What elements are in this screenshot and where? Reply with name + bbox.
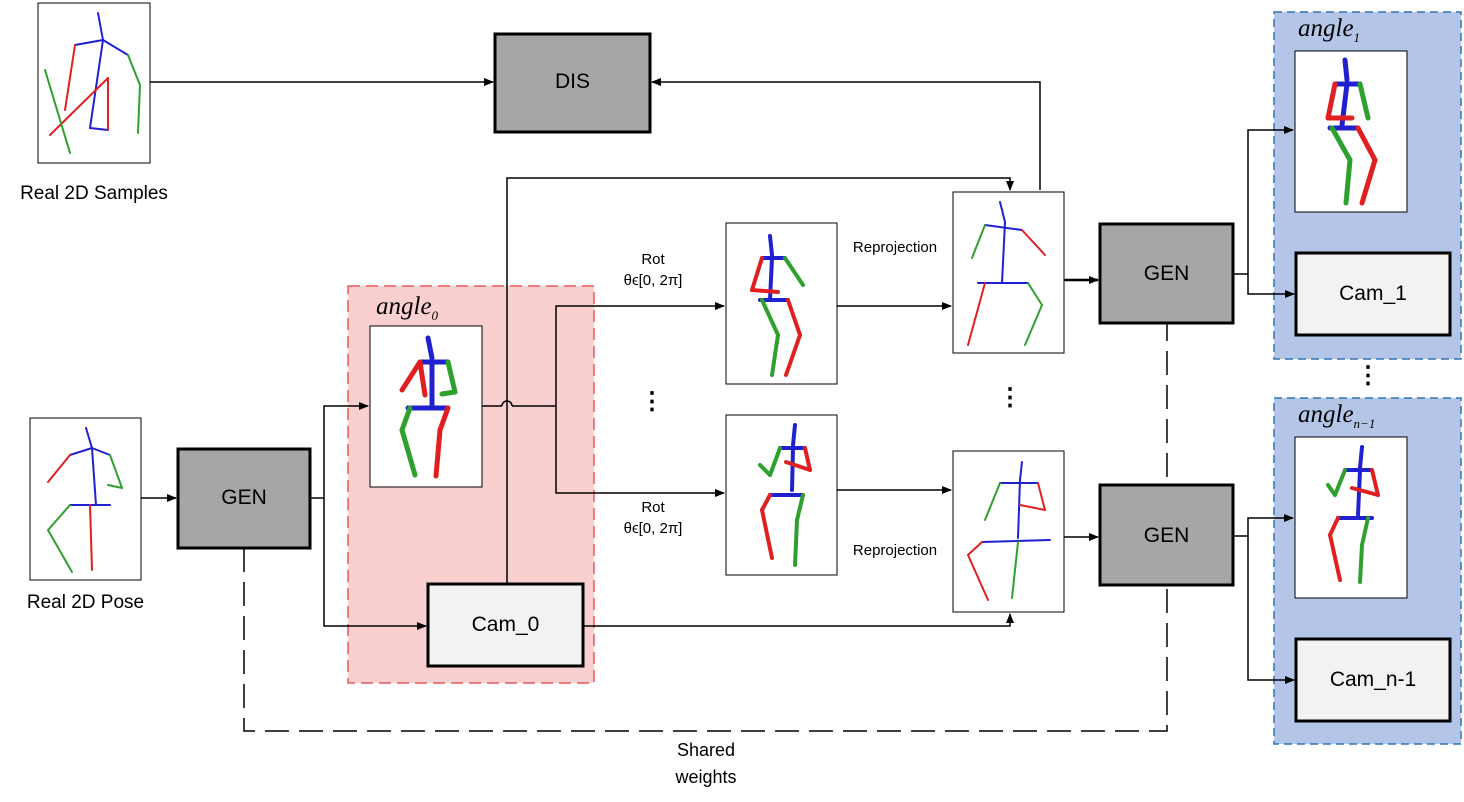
- arrow-reproj-to-dis: [651, 78, 1041, 190]
- connectors: [141, 78, 1295, 684]
- arrow-gen-to-cam0: [323, 498, 427, 630]
- cam-1-box: [1294, 251, 1452, 337]
- cam-n-1-box: [1294, 637, 1452, 723]
- dis-box: [493, 32, 652, 134]
- cam-0-label: Cam_0: [471, 613, 540, 636]
- arrow-cam0-up: [506, 177, 1014, 584]
- theta-label-bottom: θϵ[0, 2π]: [623, 520, 683, 537]
- ellipsis-middle: ⋮: [640, 388, 664, 415]
- arrow-to-rot-top: [555, 302, 725, 406]
- dis-label: DIS: [554, 70, 590, 93]
- rotated-top-skeleton: [750, 234, 805, 377]
- real-pose-skeleton: [47, 427, 123, 573]
- real-2d-pose-image: [29, 417, 142, 581]
- ellipsis-outputs: ⋮: [1356, 362, 1380, 389]
- real-2d-samples-label: Real 2D Samples: [20, 183, 168, 204]
- real-samples-skeleton: [44, 12, 141, 154]
- theta-label-top: θϵ[0, 2π]: [623, 272, 683, 289]
- angle1-image: [1294, 50, 1408, 213]
- cam-n-1-label: Cam_n-1: [1329, 668, 1417, 691]
- arrow-gen-bottom-to-anglen: [1233, 514, 1294, 537]
- arrow-gen-bottom-to-camn: [1247, 536, 1295, 684]
- gen-label-bottom: GEN: [1143, 524, 1190, 547]
- real-2d-pose-label: Real 2D Pose: [26, 592, 145, 613]
- arrow-cam0-right: [583, 613, 1014, 627]
- angle0-label: angle0: [376, 293, 439, 323]
- arrow-gen-top-to-angle1: [1233, 126, 1294, 275]
- shared-weights-label: Shared weights: [675, 740, 737, 787]
- gen-label-input: GEN: [221, 486, 267, 509]
- cam-0-box: [426, 582, 585, 668]
- rot-label-top: Rot: [641, 251, 665, 268]
- ellipsis-reprojection: ⋮: [998, 384, 1022, 411]
- angle-n-1-label: anglen−1: [1298, 401, 1376, 431]
- reprojected-top-skeleton: [967, 201, 1046, 346]
- reprojected-bottom-skeleton: [967, 461, 1051, 601]
- rotated-pose-image-top: [725, 222, 838, 385]
- real-2d-samples-image: [37, 2, 151, 164]
- reprojected-pose-image-bottom: [952, 450, 1065, 613]
- gen-label-top: GEN: [1143, 262, 1190, 285]
- angle1-skeleton: [1325, 57, 1378, 206]
- gen-box-top: [1098, 222, 1235, 325]
- reprojection-label-top: Reprojection: [852, 239, 938, 256]
- reprojection-label-bottom: Reprojection: [852, 542, 938, 559]
- angle0-skeleton: [399, 335, 458, 479]
- rotated-bottom-skeleton: [758, 423, 812, 567]
- arrow-gen-top-to-cam1: [1247, 274, 1295, 298]
- reprojected-pose-image-top: [952, 191, 1065, 354]
- arrow-gen-to-angle0: [310, 402, 369, 499]
- arrow-to-rot-bottom: [555, 406, 725, 497]
- angle1-label: angle1: [1298, 15, 1361, 45]
- angle-n-1-skeleton: [1326, 445, 1380, 584]
- gen-box-bottom: [1098, 483, 1235, 587]
- rot-label-bottom: Rot: [641, 499, 665, 516]
- cam-1-label: Cam_1: [1339, 282, 1407, 305]
